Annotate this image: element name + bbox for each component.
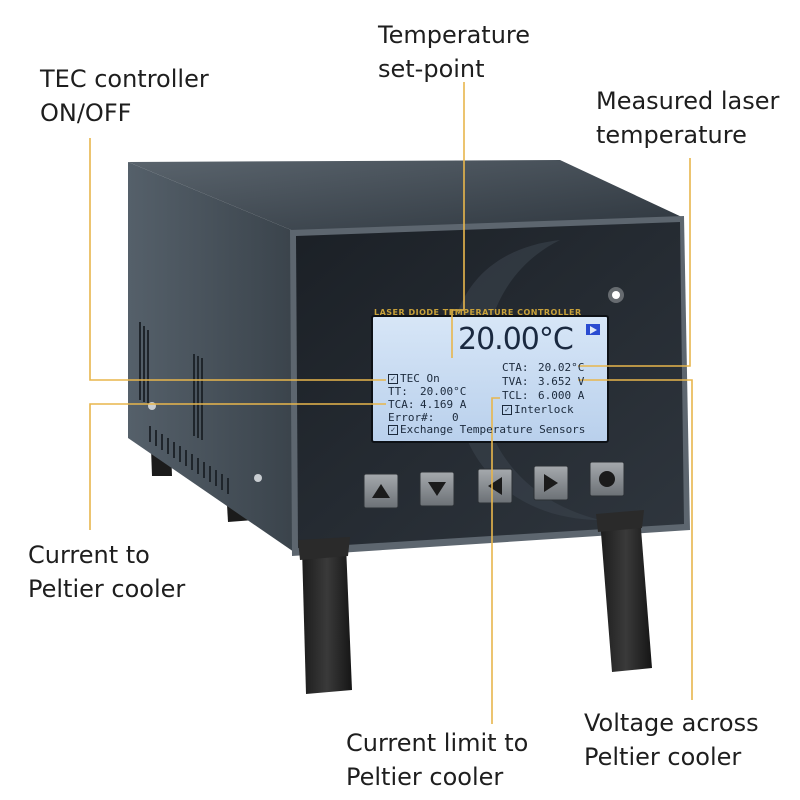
tva-value: 3.652 V (538, 375, 585, 388)
interlock-label: Interlock (514, 403, 574, 416)
cta-value: 20.02°C (538, 361, 585, 374)
case-side (128, 162, 296, 552)
tca-value: 4.169 A (420, 398, 467, 411)
line-setpoint (451, 82, 465, 358)
right-arrow-icon (544, 474, 558, 492)
callout-text: temperature (596, 121, 747, 149)
callout-text: Measured laser (596, 87, 780, 115)
record-dot-icon (599, 471, 615, 487)
exchange-label: Exchange Temperature Sensors (400, 423, 586, 436)
status-led (612, 291, 620, 299)
callout-measured-temperature: Measured laser temperature (596, 84, 779, 152)
front-leg-right (600, 516, 652, 672)
cta-label: CTA: (502, 361, 529, 374)
tec-on-label: TEC On (400, 372, 440, 385)
error-label: Error#: (388, 411, 435, 424)
lcd-content: 20.00°C ✓ TEC On TT: 20.00°C TCA: 4.169 … (374, 318, 606, 440)
tva-label: TVA: (502, 375, 529, 388)
tcl-label: TCL: (502, 389, 529, 402)
front-buttons (363, 461, 625, 509)
callout-text: Current limit to (346, 729, 529, 757)
setpoint-display: 20.00°C (458, 322, 574, 357)
side-vents (139, 322, 229, 494)
line-current-limit (491, 397, 500, 724)
front-leg-left (302, 545, 352, 694)
interlock-checkbox: ✓ (502, 405, 512, 415)
line-current (89, 403, 386, 530)
tt-value: 20.00°C (420, 385, 467, 398)
callout-text: TEC controller (40, 65, 209, 93)
callout-text: set-point (378, 55, 485, 83)
left-arrow-icon (488, 477, 502, 495)
front-leg-left-cap (298, 537, 350, 560)
tca-label: TCA: (388, 398, 415, 411)
lcd-screen (371, 315, 609, 443)
callout-text: Peltier cooler (28, 575, 186, 603)
front-panel-title: LASER DIODE TEMPERATURE CONTROLLER (374, 308, 582, 317)
up-arrow-icon (372, 484, 390, 498)
callout-text: Peltier cooler (584, 743, 742, 771)
line-measured (578, 158, 691, 367)
callout-text: Temperature (378, 21, 531, 49)
callout-current: Current to Peltier cooler (28, 538, 185, 606)
callout-current-limit: Current limit to Peltier cooler (346, 726, 528, 794)
front-leg-right-cap (596, 510, 644, 532)
callout-text: Current to (28, 541, 150, 569)
down-arrow-icon (428, 482, 446, 496)
callout-text: Voltage across (584, 709, 759, 737)
callout-setpoint: Temperature set-point (378, 18, 530, 86)
tcl-value: 6.000 A (538, 389, 585, 402)
callout-text: Peltier cooler (346, 763, 504, 791)
tec-on-checkbox: ✓ (388, 374, 398, 384)
side-screw (254, 474, 262, 482)
case-top (128, 160, 684, 232)
error-value: 0 (452, 411, 459, 424)
callout-lines (89, 82, 693, 724)
exchange-checkbox: ✓ (388, 425, 398, 435)
callout-text: ON/OFF (40, 99, 132, 127)
callout-voltage: Voltage across Peltier cooler (584, 706, 759, 774)
panel-swoosh (450, 240, 600, 520)
play-arrow-icon (586, 324, 600, 335)
line-tec-onoff (89, 138, 386, 381)
callout-tec-onoff: TEC controller ON/OFF (40, 62, 209, 130)
line-voltage (578, 379, 693, 700)
tt-label: TT: (388, 385, 408, 398)
